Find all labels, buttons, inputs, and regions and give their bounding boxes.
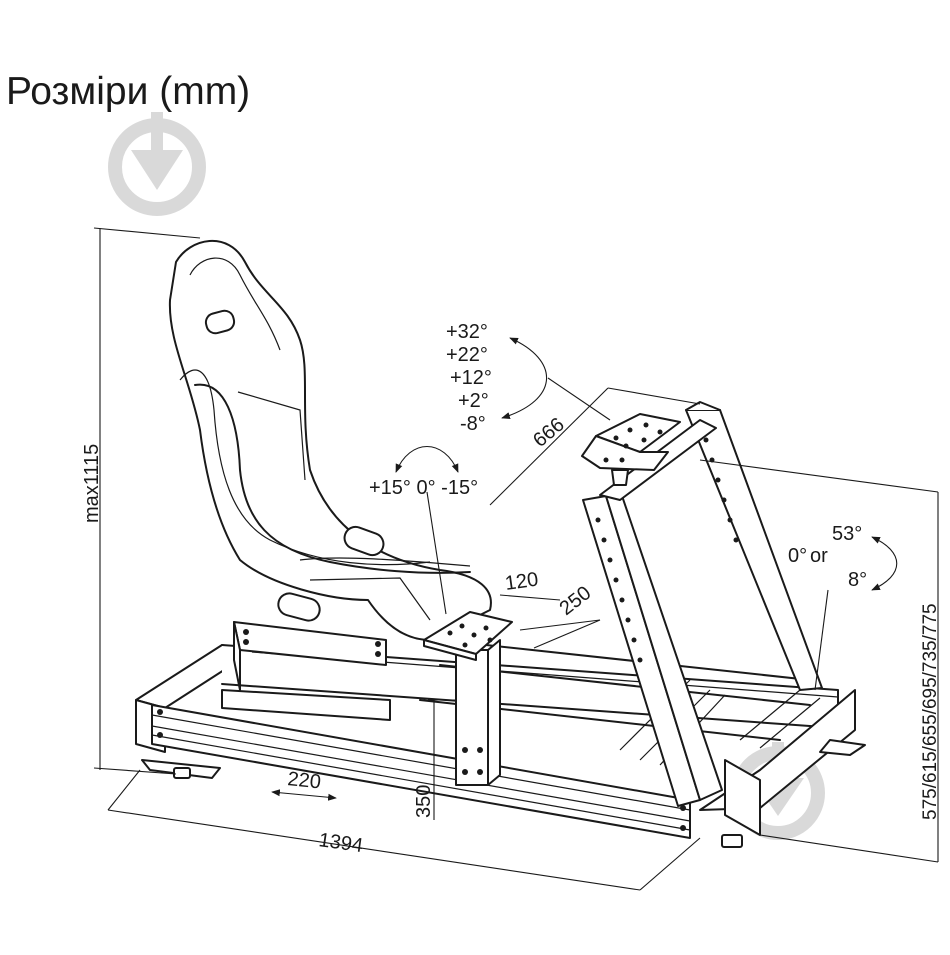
dimension-lines: [93, 227, 939, 891]
wheel-mount-width-label: 666: [529, 414, 569, 452]
pedal-depth-label: 120: [504, 569, 540, 595]
length-label: 1394: [317, 829, 364, 857]
wheel-tilt-angle: -8°: [460, 413, 486, 435]
base-frame: [135, 639, 866, 848]
pedal-height-label: 350: [413, 785, 435, 818]
column-tilt-or: or: [810, 545, 828, 567]
wheel-heights-label: 575/615/655/695/735/775: [920, 603, 941, 820]
wheel-tilt-angle: +2°: [458, 390, 489, 412]
wheel-tilt-angle: +22°: [446, 344, 488, 366]
racing-seat: [168, 239, 492, 721]
column-tilt-bottom: 8°: [848, 569, 867, 591]
column-tilt-top: 53°: [832, 523, 862, 545]
pedal-tilt-angle: +15° 0° -15°: [369, 477, 478, 499]
seat-slide-label: 220: [286, 768, 321, 793]
column-tilt-left: 0°: [788, 545, 807, 567]
pedal-travel-label: 250: [556, 582, 596, 620]
download-arrow-icon: [108, 112, 206, 216]
pedal-stand: [423, 611, 513, 786]
wheel-tilt-angle: +12°: [450, 367, 492, 389]
page-title: Розміри (mm): [6, 70, 251, 113]
height-max-label: max1115: [81, 444, 103, 523]
steering-column: [581, 401, 823, 807]
wheel-tilt-angle: +32°: [446, 321, 488, 343]
